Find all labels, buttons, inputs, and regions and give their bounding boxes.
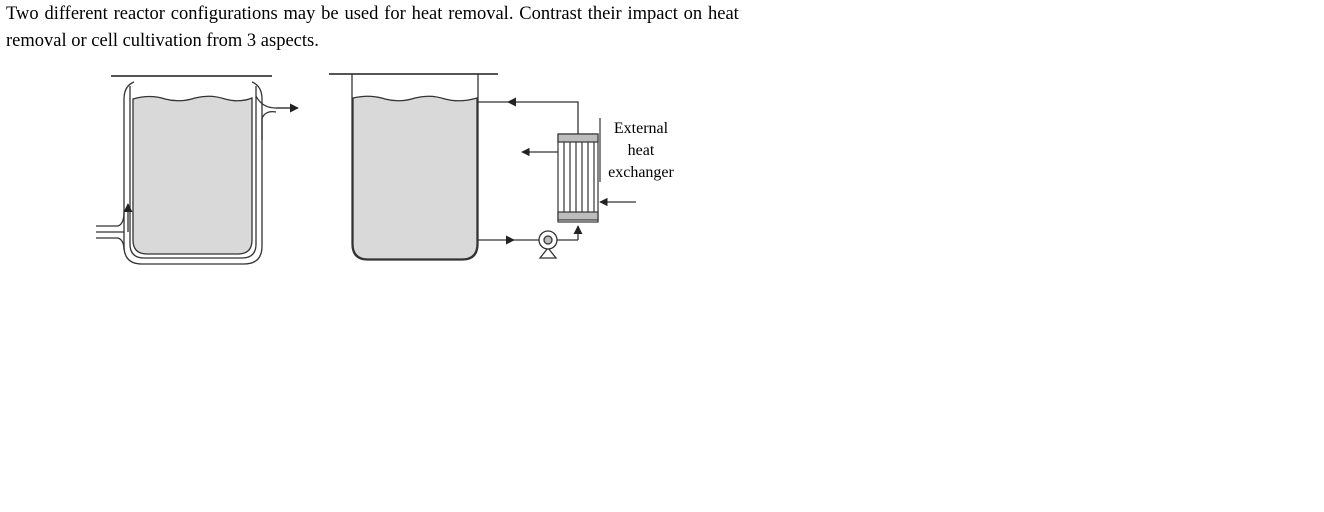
exchanger-label-line-1: External [614,120,669,137]
exchanger-bottom-plate [557,211,599,221]
jacketed-reactor [96,75,299,265]
exchanger-top-plate [557,133,599,143]
external-heat-exchanger [521,118,636,223]
coolant-inlet-bend-top [117,211,125,227]
jacket-inner-wall [129,86,257,259]
reactor-with-external-loop [329,73,583,261]
question-text: Two different reactor configurations may… [6,1,806,55]
circulation-pump [538,230,558,259]
jacket-outer-wall [123,99,263,265]
coolant-outlet-lower [261,110,277,119]
exchanger-shell [557,133,599,223]
question-line-2: removal or cell cultivation from 3 aspec… [6,31,319,51]
pump-impeller [543,235,553,245]
pump-stand [538,246,558,259]
jacket-top-right [251,81,263,100]
coolant-outlet-upper [255,95,292,109]
reactor-1-liquid [132,95,253,255]
exchanger-label-line-2: heat [628,142,655,159]
reactor-2-liquid [352,95,478,260]
jacket-top-left [123,81,135,100]
exchanger-label-line-3: exchanger [608,164,674,181]
coolant-inlet-bend-bottom [117,237,125,251]
return-line [520,101,579,134]
reactor-2-wall [351,74,479,261]
question-line-1: Two different reactor configurations may… [6,4,739,24]
